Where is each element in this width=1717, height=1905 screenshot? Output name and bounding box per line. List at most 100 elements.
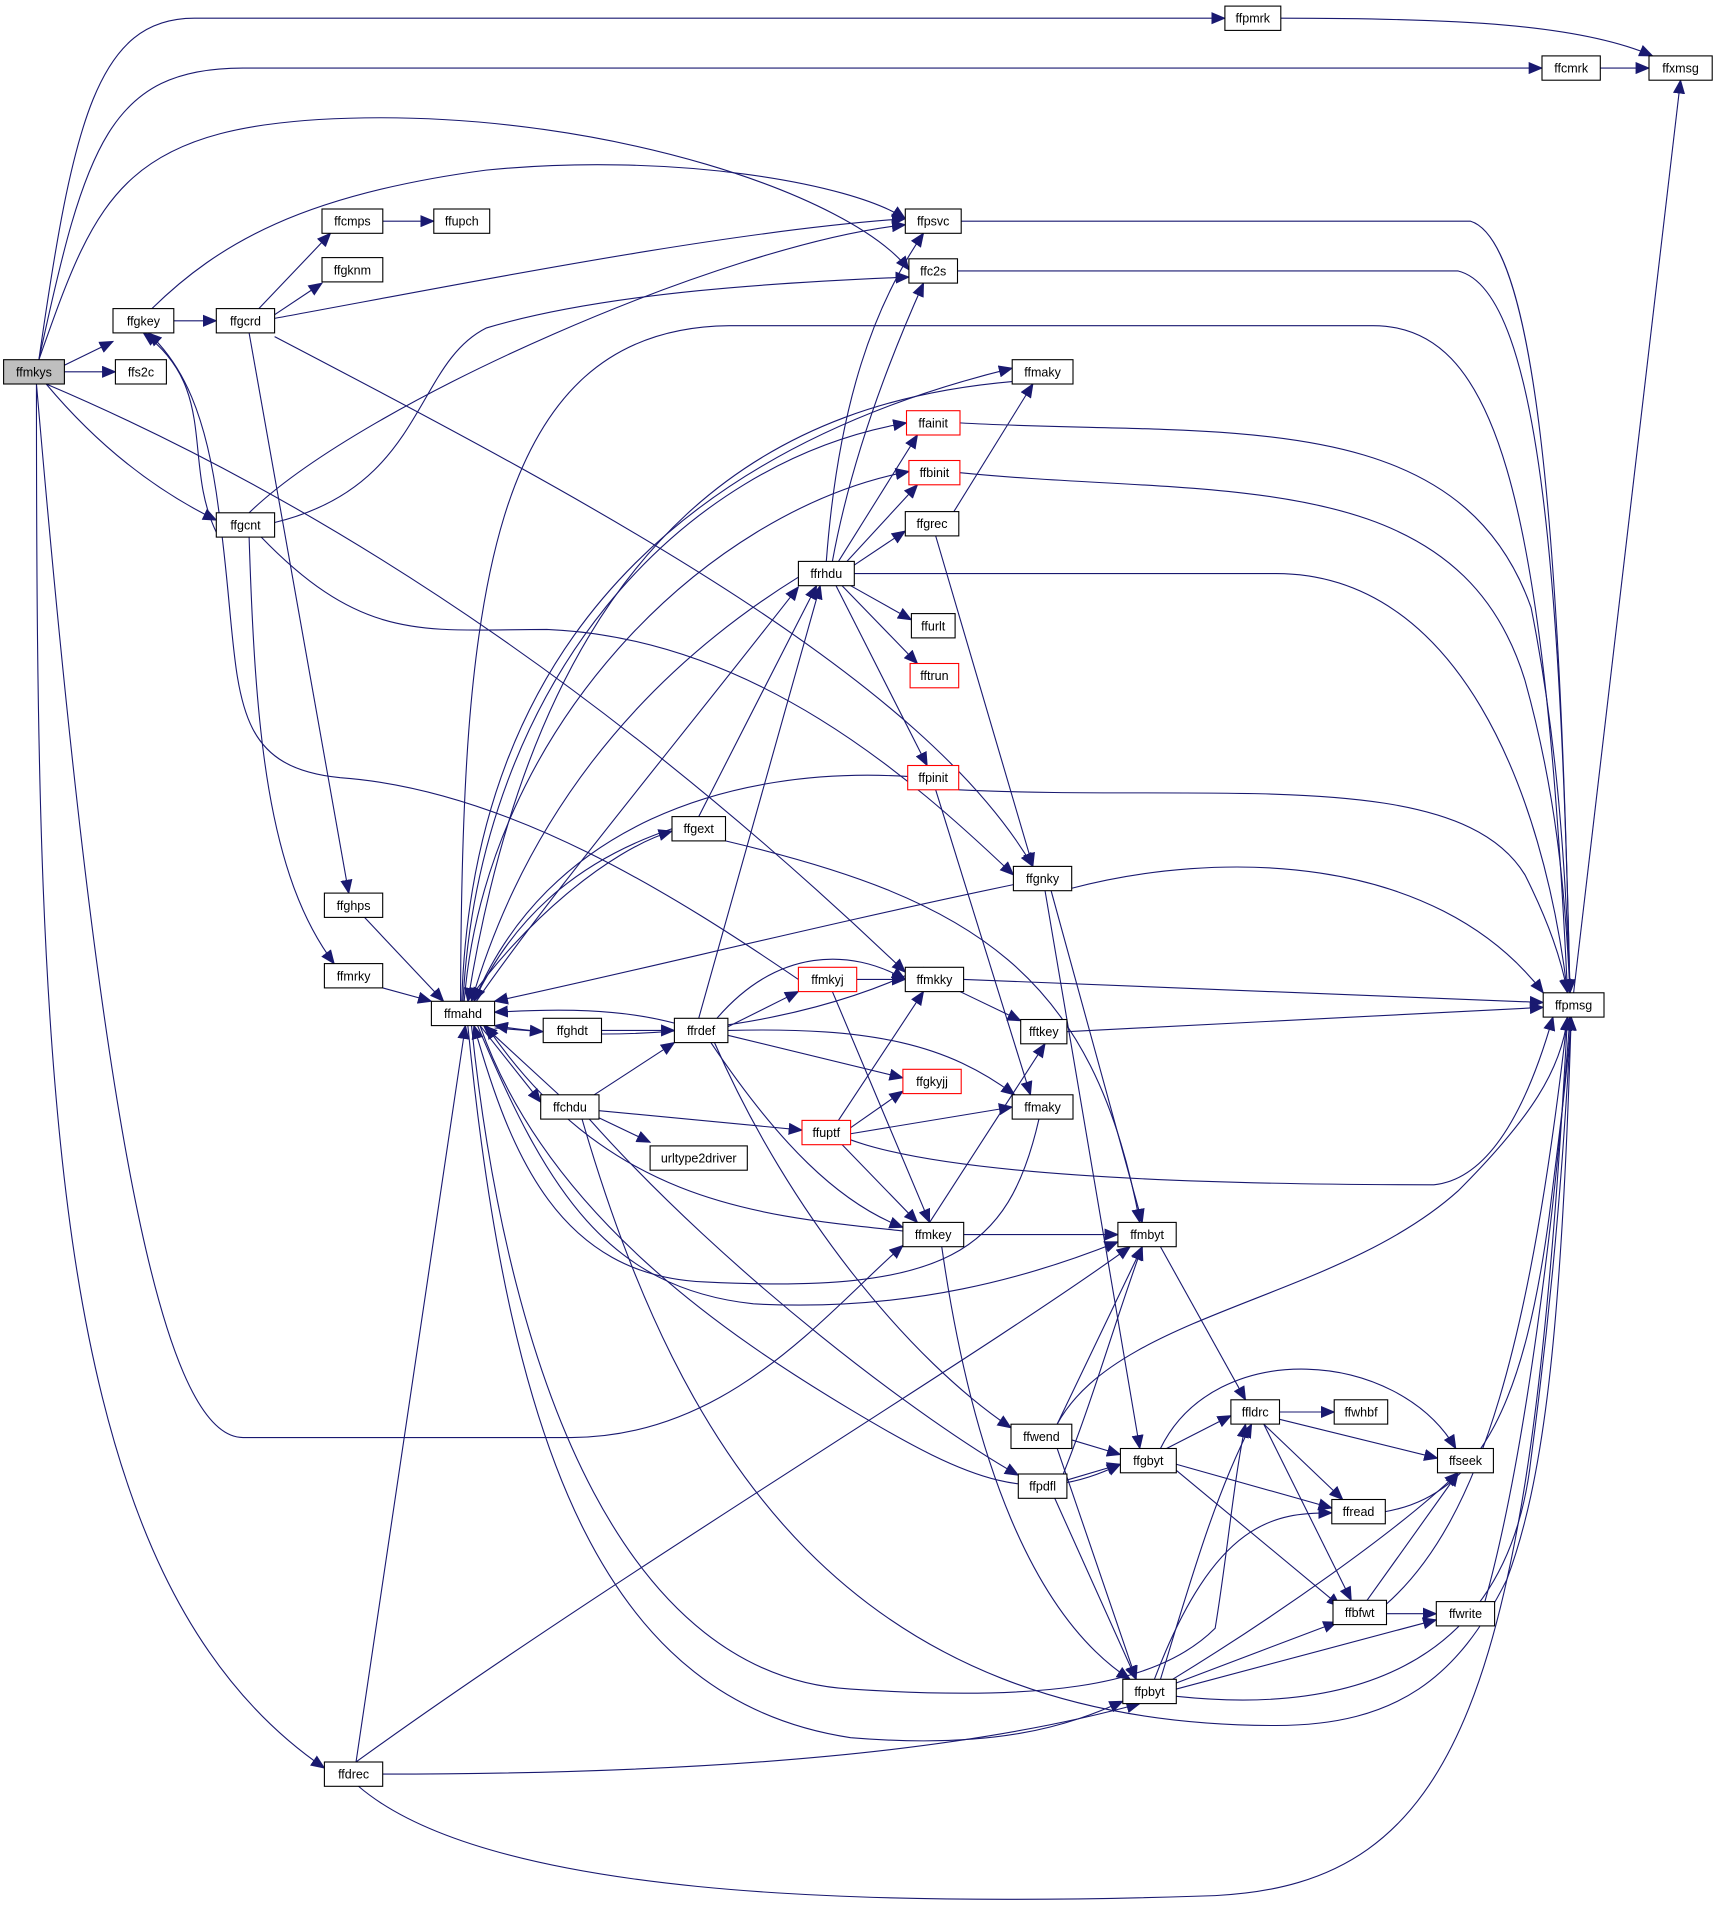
edge-ffgcnt-to-ffmrky <box>249 537 335 965</box>
edge-ffc2s-to-ffpmsg <box>958 271 1576 994</box>
node-label: ffc2s <box>920 265 946 279</box>
node-ffxmsg[interactable]: ffxmsg <box>1648 55 1713 81</box>
edge-ffmahd-to-ffgext <box>468 829 674 1001</box>
node-ffgrec[interactable]: ffgrec <box>904 511 960 537</box>
edge-ffwend-to-ffpbyt <box>1057 1448 1138 1681</box>
node-ffgcnt[interactable]: ffgcnt <box>215 512 276 538</box>
node-ffmaky-top[interactable]: ffmaky <box>1011 359 1074 385</box>
node-ffldrc[interactable]: ffldrc <box>1230 1399 1281 1425</box>
node-ffmkys[interactable]: ffmkys <box>3 359 65 385</box>
node-label: ffmkey <box>915 1228 952 1242</box>
node-ffcmrk[interactable]: ffcmrk <box>1541 55 1601 81</box>
node-box <box>801 1119 852 1146</box>
edge-ffmahd-to-ffrhdu <box>476 585 800 1001</box>
node-box <box>797 560 855 587</box>
node-ffgcrd[interactable]: ffgcrd <box>215 308 276 334</box>
edge-ffmkey-to-ffpbyt <box>942 1247 1132 1680</box>
node-ffchdu[interactable]: ffchdu <box>540 1094 600 1120</box>
node-ffgnky[interactable]: ffgnky <box>1012 865 1073 892</box>
node-ffpdfl[interactable]: ffpdfl <box>1017 1473 1068 1499</box>
node-ffupch[interactable]: ffupch <box>433 208 491 234</box>
node-ffcmps[interactable]: ffcmps <box>321 208 384 234</box>
node-ffuptf[interactable]: ffuptf <box>801 1119 852 1146</box>
node-box <box>904 511 960 537</box>
node-ffmrky[interactable]: ffmrky <box>323 963 384 989</box>
node-ffmkey[interactable]: ffmkey <box>902 1221 965 1248</box>
node-label: ffpsvc <box>917 215 949 229</box>
node-ffmaky-bot[interactable]: ffmaky <box>1011 1094 1074 1120</box>
node-ffc2s[interactable]: ffc2s <box>908 258 959 284</box>
node-ffs2c[interactable]: ffs2c <box>114 359 167 385</box>
node-ffpsvc[interactable]: ffpsvc <box>904 208 962 234</box>
node-ffgext[interactable]: ffgext <box>671 816 727 842</box>
node-box <box>1435 1601 1496 1627</box>
edge-ffmkey-to-ffmahd <box>485 1024 903 1231</box>
edge-ffrhdu-to-ffainit <box>838 433 919 561</box>
edge-ffuptf-to-ffgkyjj <box>851 1090 904 1127</box>
node-ffpinit[interactable]: ffpinit <box>907 764 960 791</box>
edge-ffwend-to-ffpmsg <box>1057 1015 1573 1424</box>
edge-ffpbyt-to-ffseek <box>1173 1471 1460 1680</box>
edge-ffmahd-to-ffpbyt <box>468 1026 1124 1741</box>
edge-ffrhdu-to-ffpmsg <box>854 574 1572 994</box>
node-label: ffpmsg <box>1555 998 1592 1012</box>
node-ffmahd[interactable]: ffmahd <box>430 1000 496 1027</box>
node-label: ffmahd <box>444 1007 482 1021</box>
node-fftrun[interactable]: fftrun <box>909 662 960 689</box>
edge-ffrdef-to-ffrhdu <box>699 584 823 1019</box>
node-box <box>1122 1678 1177 1705</box>
node-ffrdef[interactable]: ffrdef <box>673 1017 729 1044</box>
node-ffread[interactable]: ffread <box>1331 1498 1386 1525</box>
node-ffghdt[interactable]: ffghdt <box>542 1017 603 1044</box>
node-ffghps[interactable]: ffghps <box>323 892 384 918</box>
node-box <box>215 308 276 334</box>
node-ffgbyt[interactable]: ffgbyt <box>1119 1447 1177 1474</box>
node-label: ffxmsg <box>1662 62 1699 76</box>
edge-ffrhdu-to-ffbinit <box>847 483 919 562</box>
node-ffwhbf[interactable]: ffwhbf <box>1333 1399 1389 1425</box>
node-ffgkyjj[interactable]: ffgkyjj <box>902 1068 962 1095</box>
node-fftkey[interactable]: fftkey <box>1020 1018 1068 1045</box>
node-label: ffcmps <box>334 215 371 229</box>
node-ffurlt[interactable]: ffurlt <box>910 613 956 639</box>
node-ffgknm[interactable]: ffgknm <box>321 257 384 283</box>
node-ffmkky[interactable]: ffmkky <box>904 966 965 993</box>
edge-ffpdfl-to-ffmbyt <box>1063 1245 1144 1474</box>
node-ffrhdu[interactable]: ffrhdu <box>797 560 855 587</box>
edge-ffmahd-to-ffbinit <box>464 468 911 1001</box>
node-urltype2driver[interactable]: urltype2driver <box>649 1145 748 1171</box>
node-box <box>1010 1423 1073 1450</box>
node-label: ffrdef <box>687 1024 716 1038</box>
edge-ffldrc-to-ffread <box>1264 1424 1344 1501</box>
node-ffpmrk[interactable]: ffpmrk <box>1224 5 1282 31</box>
node-ffgkey[interactable]: ffgkey <box>112 308 175 334</box>
node-box <box>908 459 961 486</box>
node-ffmbyt[interactable]: ffmbyt <box>1117 1221 1177 1248</box>
node-box <box>649 1145 748 1171</box>
node-box <box>114 359 167 385</box>
edge-ffgnky-to-ffmbyt <box>1051 891 1145 1224</box>
edge-ffgcrd-to-ffghps <box>249 333 353 895</box>
edge-ffmahd-to-ffchdu <box>480 1026 542 1104</box>
node-label: fftkey <box>1029 1025 1059 1039</box>
node-ffwend[interactable]: ffwend <box>1010 1423 1073 1450</box>
node-label: ffpbyt <box>1134 1685 1165 1699</box>
edge-ffdrec-to-ffpmsg <box>358 1015 1573 1899</box>
node-ffpmsg[interactable]: ffpmsg <box>1542 992 1605 1018</box>
node-ffmkyj[interactable]: ffmkyj <box>797 966 858 993</box>
edge-ffmrky-to-ffmahd <box>383 988 433 1004</box>
edge-ffbinit-to-ffpmsg <box>960 473 1576 994</box>
node-ffdrec[interactable]: ffdrec <box>323 1761 384 1787</box>
node-ffainit[interactable]: ffainit <box>905 410 961 436</box>
node-ffbinit[interactable]: ffbinit <box>908 459 961 486</box>
node-label: ffgext <box>684 822 715 836</box>
edge-ffainit-to-ffpmsg <box>960 423 1576 994</box>
node-box <box>902 1221 965 1248</box>
edge-ffrdef-to-ffmkky <box>717 959 907 1018</box>
node-label: ffdrec <box>338 1768 369 1782</box>
edge-ffgcrd-to-ffgknm <box>275 282 324 315</box>
node-ffpbyt[interactable]: ffpbyt <box>1122 1678 1177 1705</box>
node-ffwrite[interactable]: ffwrite <box>1435 1601 1496 1627</box>
node-ffseek[interactable]: ffseek <box>1436 1447 1494 1474</box>
node-ffbfwt[interactable]: ffbfwt <box>1332 1599 1388 1626</box>
